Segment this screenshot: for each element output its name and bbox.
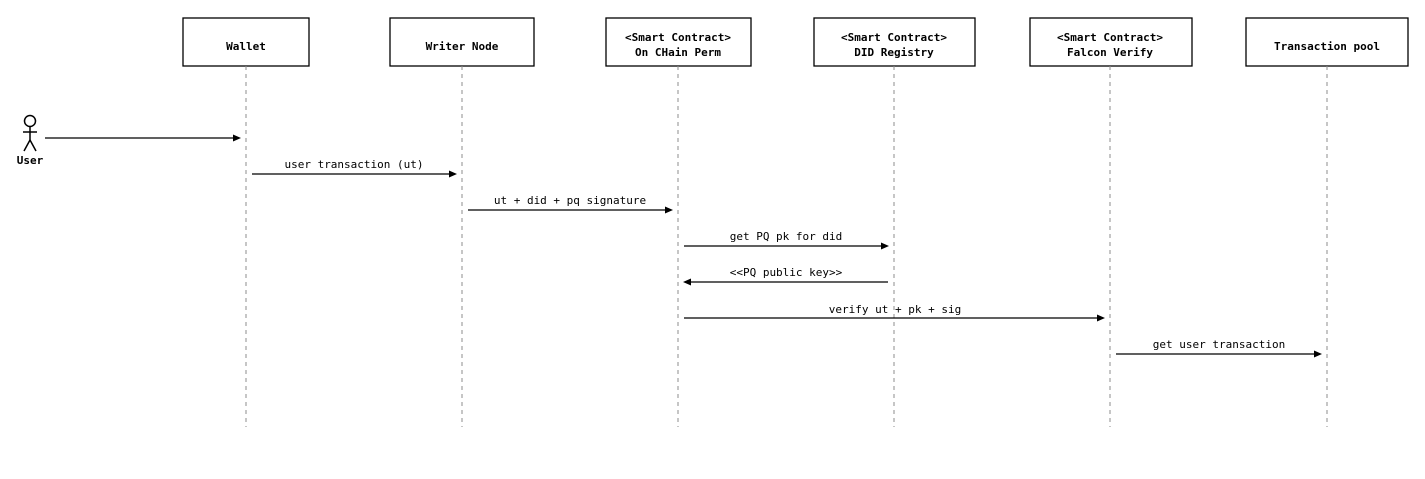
arrow-head xyxy=(449,170,457,178)
participant-wallet: Wallet xyxy=(182,17,310,427)
message-label: get PQ pk for did xyxy=(730,230,843,243)
message-user-transaction: user transaction (ut) xyxy=(252,158,457,178)
actor-left-leg xyxy=(23,139,31,152)
message-label: <<PQ public key>> xyxy=(730,266,843,279)
participant-box xyxy=(389,17,535,67)
message-signature: ut + did + pq signature xyxy=(468,194,673,214)
participant-label: Wallet xyxy=(226,40,266,53)
participant-label: Transaction pool xyxy=(1274,40,1380,53)
lifelines: Wallet Writer Node <Smart Contract> On C… xyxy=(182,17,1409,427)
message-get-pq-pk: get PQ pk for did xyxy=(684,230,889,250)
participant-box xyxy=(182,17,310,67)
participant-stereotype: <Smart Contract> xyxy=(841,31,947,44)
participant-stereotype: <Smart Contract> xyxy=(1057,31,1163,44)
participant-on-chain-perm: <Smart Contract> On CHain Perm xyxy=(605,17,752,427)
actor-right-leg xyxy=(29,139,37,152)
participant-box xyxy=(605,17,752,67)
message-pq-public-key: <<PQ public key>> xyxy=(683,266,888,286)
participant-label: Writer Node xyxy=(426,40,499,53)
participant-writer-node: Writer Node xyxy=(389,17,535,427)
message-label: ut + did + pq signature xyxy=(494,194,646,207)
participant-label: DID Registry xyxy=(854,46,934,59)
arrow-head xyxy=(1314,350,1322,358)
arrow-head xyxy=(233,134,241,142)
message-verify: verify ut + pk + sig xyxy=(684,303,1105,322)
arrow-head xyxy=(881,242,889,250)
participant-transaction-pool: Transaction pool xyxy=(1245,17,1409,427)
arrow-head xyxy=(683,278,691,286)
participant-box xyxy=(813,17,976,67)
participant-did-registry: <Smart Contract> DID Registry xyxy=(813,17,976,427)
participant-stereotype: <Smart Contract> xyxy=(625,31,731,44)
participant-label: On CHain Perm xyxy=(635,46,721,59)
actor-label: User xyxy=(17,154,44,167)
participant-box xyxy=(1029,17,1193,67)
message-label: get user transaction xyxy=(1153,338,1285,351)
message-label: verify ut + pk + sig xyxy=(829,303,961,316)
participant-falcon-verify: <Smart Contract> Falcon Verify xyxy=(1029,17,1193,427)
participant-label: Falcon Verify xyxy=(1067,46,1153,59)
participant-box xyxy=(1245,17,1409,67)
messages: user transaction (ut) ut + did + pq sign… xyxy=(45,134,1322,358)
actor-user: User xyxy=(17,114,44,167)
message-get-user-transaction: get user transaction xyxy=(1116,338,1322,358)
message-user-to-wallet xyxy=(45,134,241,142)
arrow-head xyxy=(665,206,673,214)
actor-head xyxy=(23,114,37,128)
arrow-head xyxy=(1097,314,1105,322)
message-label: user transaction (ut) xyxy=(284,158,423,171)
